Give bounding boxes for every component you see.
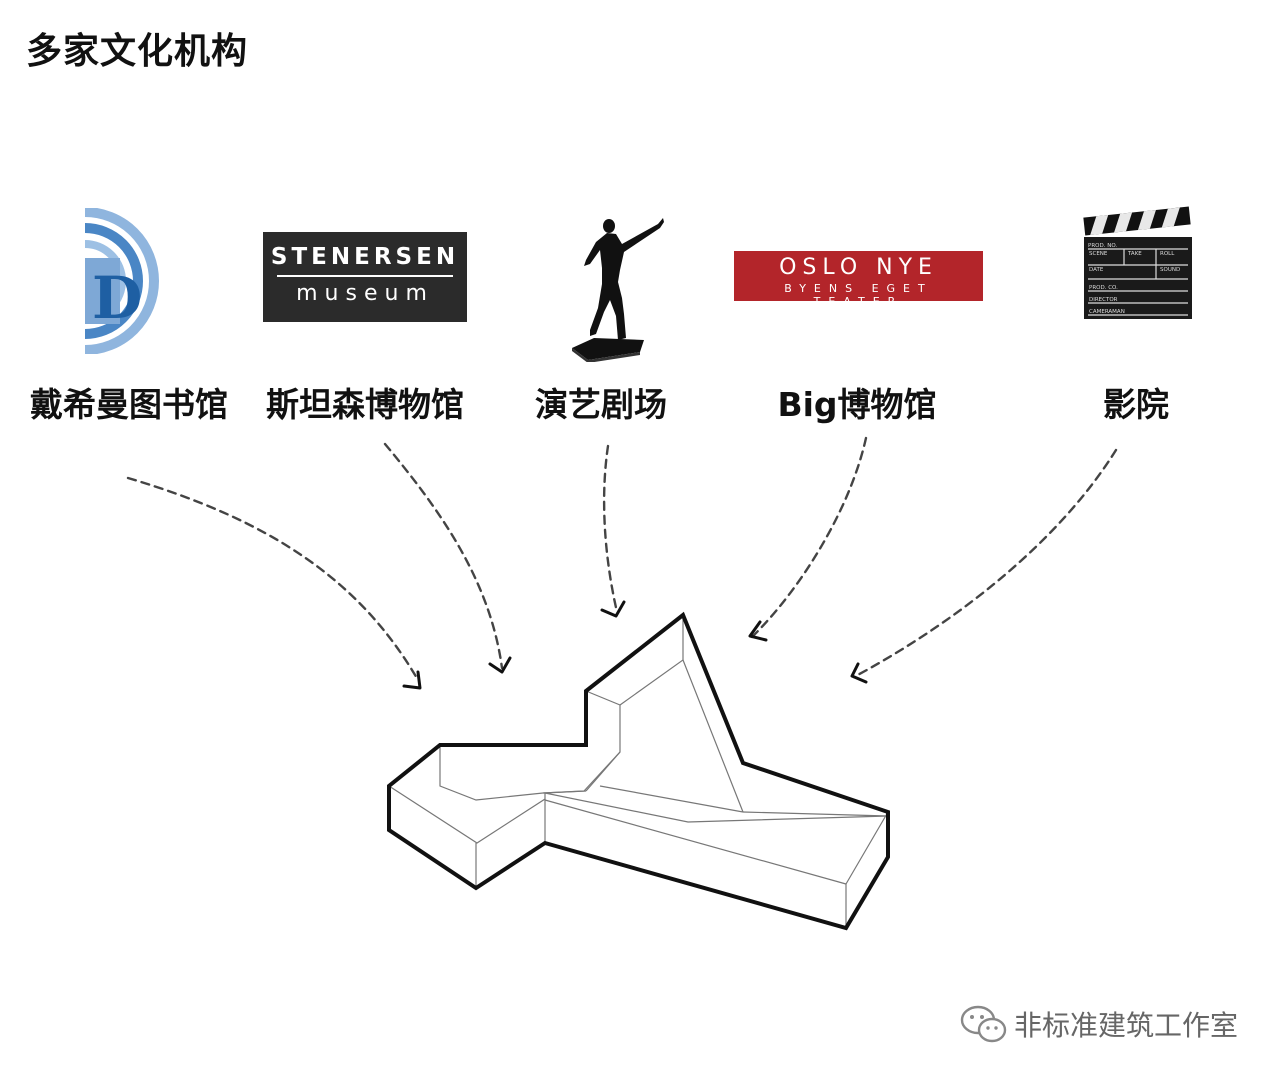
arrow-cinema bbox=[852, 448, 1118, 679]
page-title: 多家文化机构 bbox=[26, 31, 249, 72]
clapper-text-director: DIRECTOR bbox=[1089, 297, 1118, 303]
arrowhead-cinema bbox=[850, 662, 868, 684]
clapper-text-take: TAKE bbox=[1127, 251, 1142, 257]
arrowhead-big-museum bbox=[748, 620, 768, 642]
arrow-library bbox=[126, 476, 420, 682]
arrow-stenersen bbox=[383, 442, 504, 670]
stenersen-logo-line2: museum bbox=[296, 281, 434, 306]
label-theatre: 演艺剧场 bbox=[535, 385, 667, 424]
clapper-text-roll: ROLL bbox=[1160, 251, 1175, 257]
dancer-statue-icon bbox=[572, 218, 664, 362]
arrowhead-theatre bbox=[600, 600, 626, 618]
clapperboard-icon: PROD. NO. SCENE TAKE ROLL DATE SOUND PRO… bbox=[1083, 206, 1192, 319]
library-logo-icon: D bbox=[84, 208, 159, 354]
svg-text:D: D bbox=[92, 264, 142, 332]
clapper-text-sound: SOUND bbox=[1160, 267, 1180, 273]
arrowhead-stenersen bbox=[488, 656, 512, 674]
clapper-text-cameraman: CAMERAMAN bbox=[1089, 309, 1125, 315]
wechat-icon bbox=[960, 1005, 1007, 1043]
arrowhead-library bbox=[402, 670, 422, 690]
label-big-museum: Big博物馆 bbox=[777, 385, 937, 424]
clapper-text-prodco: PROD. CO. bbox=[1089, 285, 1118, 291]
footer-text: 非标准建筑工作室 bbox=[1013, 1009, 1238, 1042]
label-library: 戴希曼图书馆 bbox=[30, 385, 228, 424]
label-stenersen-museum: 斯坦森博物馆 bbox=[266, 385, 464, 424]
clapper-text-prodno: PROD. NO. bbox=[1088, 243, 1117, 249]
building-massing bbox=[387, 611, 890, 931]
oslo-logo-line2: BYENS EGET TEATER bbox=[784, 282, 933, 301]
footer-watermark: 非标准建筑工作室 bbox=[960, 1004, 1238, 1044]
stenersen-logo-line1: STENERSEN bbox=[270, 244, 460, 270]
arrow-big-museum bbox=[750, 436, 868, 639]
stenersen-logo-icon: STENERSEN museum bbox=[263, 232, 467, 322]
oslo-logo-line1: OSLO NYE bbox=[779, 255, 938, 280]
clapper-text-scene: SCENE bbox=[1089, 251, 1108, 257]
label-cinema: 影院 bbox=[1103, 385, 1169, 424]
oslo-nye-logo-icon: OSLO NYE BYENS EGET TEATER bbox=[734, 251, 983, 301]
arrow-theatre bbox=[602, 444, 619, 614]
clapper-text-date: DATE bbox=[1089, 267, 1104, 273]
